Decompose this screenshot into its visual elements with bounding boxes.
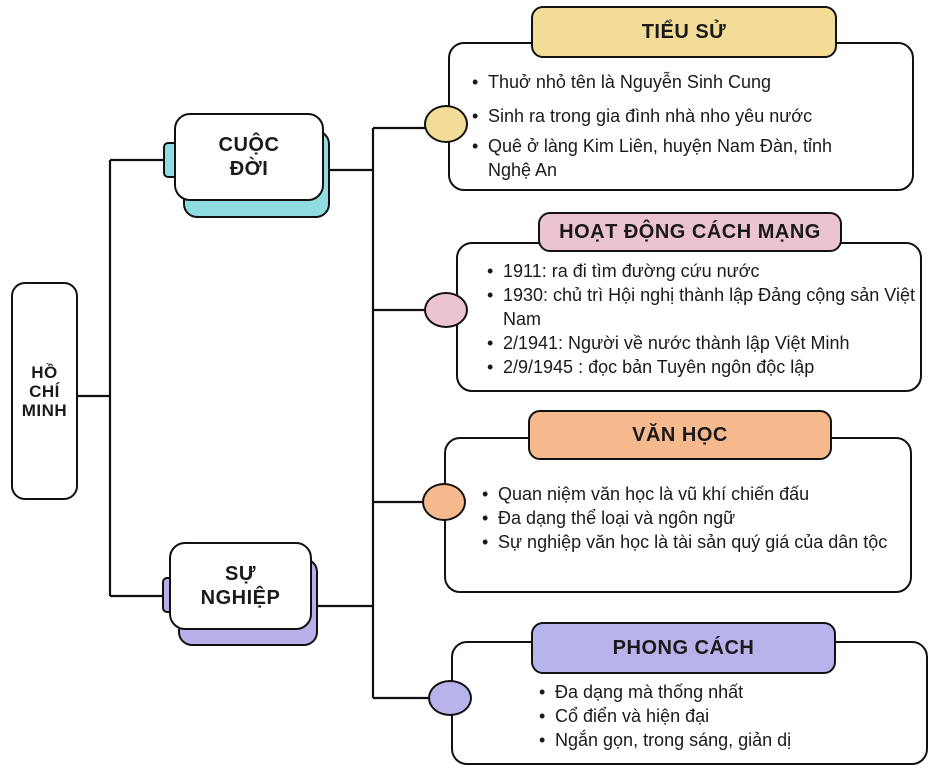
topic-van-hoc-list: Quan niệm văn học là vũ khí chiến đấu Đa… [480, 482, 900, 554]
root-label: HỒ CHÍ MINH [21, 362, 68, 420]
list-item: Sự nghiệp văn học là tài sản quý giá của… [480, 530, 898, 554]
topic-tieu-su-title-text: TIỂU SỬ [641, 20, 727, 43]
list-item: 2/1941: Người về nước thành lập Việt Min… [485, 331, 915, 355]
branch-cuoc-doi-label: CUỘC ĐỜI [218, 134, 280, 180]
list-item: Quê ở làng Kim Liên, huyện Nam Đàn, tỉnh… [470, 134, 878, 182]
topic-phong-cach-title-text: PHONG CÁCH [612, 636, 755, 659]
topic-tieu-su-connector-dot [424, 105, 468, 143]
branch-su-nghiep-label: SỰ NGHIỆP [200, 563, 281, 609]
branch-cuoc-doi: CUỘC ĐỜI [174, 113, 324, 201]
topic-hoat-dong-title: HOẠT ĐỘNG CÁCH MẠNG [538, 212, 842, 252]
list-item: Ngắn gọn, trong sáng, giản dị [537, 728, 897, 752]
topic-van-hoc-title: VĂN HỌC [528, 410, 832, 460]
list-item: 1930: chủ trì Hội nghị thành lập Đảng cộ… [485, 283, 923, 331]
list-item: Đa dạng mà thống nhất [537, 680, 897, 704]
topic-phong-cach-list: Đa dạng mà thống nhất Cổ điển và hiện đạ… [537, 680, 897, 752]
topic-hoat-dong-list: 1911: ra đi tìm đường cứu nước 1930: chủ… [485, 259, 915, 379]
list-item: 2/9/1945 : đọc bản Tuyên ngôn độc lập [485, 355, 915, 379]
list-item: Quan niệm văn học là vũ khí chiến đấu [480, 482, 900, 506]
topic-van-hoc-title-text: VĂN HỌC [632, 423, 728, 446]
topic-tieu-su-title: TIỂU SỬ [531, 6, 837, 58]
root-node: HỒ CHÍ MINH [11, 282, 78, 500]
list-item: Thuở nhỏ tên là Nguyễn Sinh Cung [470, 70, 890, 94]
list-item: Sinh ra trong gia đình nhà nho yêu nước [470, 104, 890, 128]
topic-phong-cach-title: PHONG CÁCH [531, 622, 836, 674]
topic-tieu-su-list: Thuở nhỏ tên là Nguyễn Sinh Cung Sinh ra… [470, 70, 890, 182]
list-item: Đa dạng thể loại và ngôn ngữ [480, 506, 900, 530]
topic-hoat-dong-connector-dot [424, 292, 468, 328]
topic-phong-cach-connector-dot [428, 680, 472, 716]
branch-su-nghiep: SỰ NGHIỆP [169, 542, 312, 630]
topic-hoat-dong-title-text: HOẠT ĐỘNG CÁCH MẠNG [559, 220, 821, 243]
list-item: 1911: ra đi tìm đường cứu nước [485, 259, 915, 283]
list-item: Cổ điển và hiện đại [537, 704, 897, 728]
topic-van-hoc-connector-dot [422, 483, 466, 521]
